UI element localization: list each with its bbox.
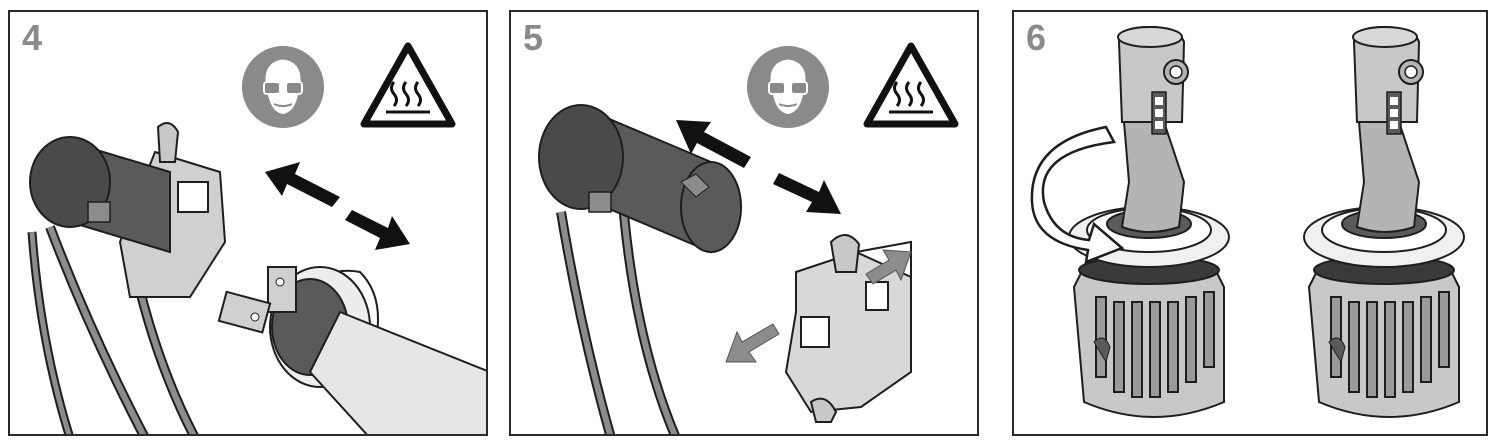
- disconnect-arrow: [265, 162, 410, 250]
- hot-surface-warning-icon: [360, 42, 456, 128]
- step-number: 6: [1026, 17, 1047, 58]
- step-4-illustration: [27, 122, 486, 434]
- step-6-panel: 6: [1012, 10, 1488, 436]
- hot-surface-warning-icon: [863, 42, 959, 128]
- step-5-panel: 5: [509, 10, 979, 436]
- spread-clip-arrow: [725, 249, 912, 363]
- led-bulb: [1303, 25, 1465, 418]
- step-5-illustration: [538, 104, 912, 434]
- step-number: 5: [523, 17, 544, 58]
- safety-goggles-icon: [240, 44, 326, 130]
- led-bulb: [1068, 25, 1230, 418]
- remove-arrow: [676, 120, 841, 214]
- step-4-panel: 4: [8, 10, 488, 436]
- rotate-arrow: [1030, 125, 1125, 264]
- safety-goggles-icon: [745, 44, 831, 130]
- step-number: 4: [22, 17, 43, 58]
- step-6-illustration: [1030, 25, 1465, 418]
